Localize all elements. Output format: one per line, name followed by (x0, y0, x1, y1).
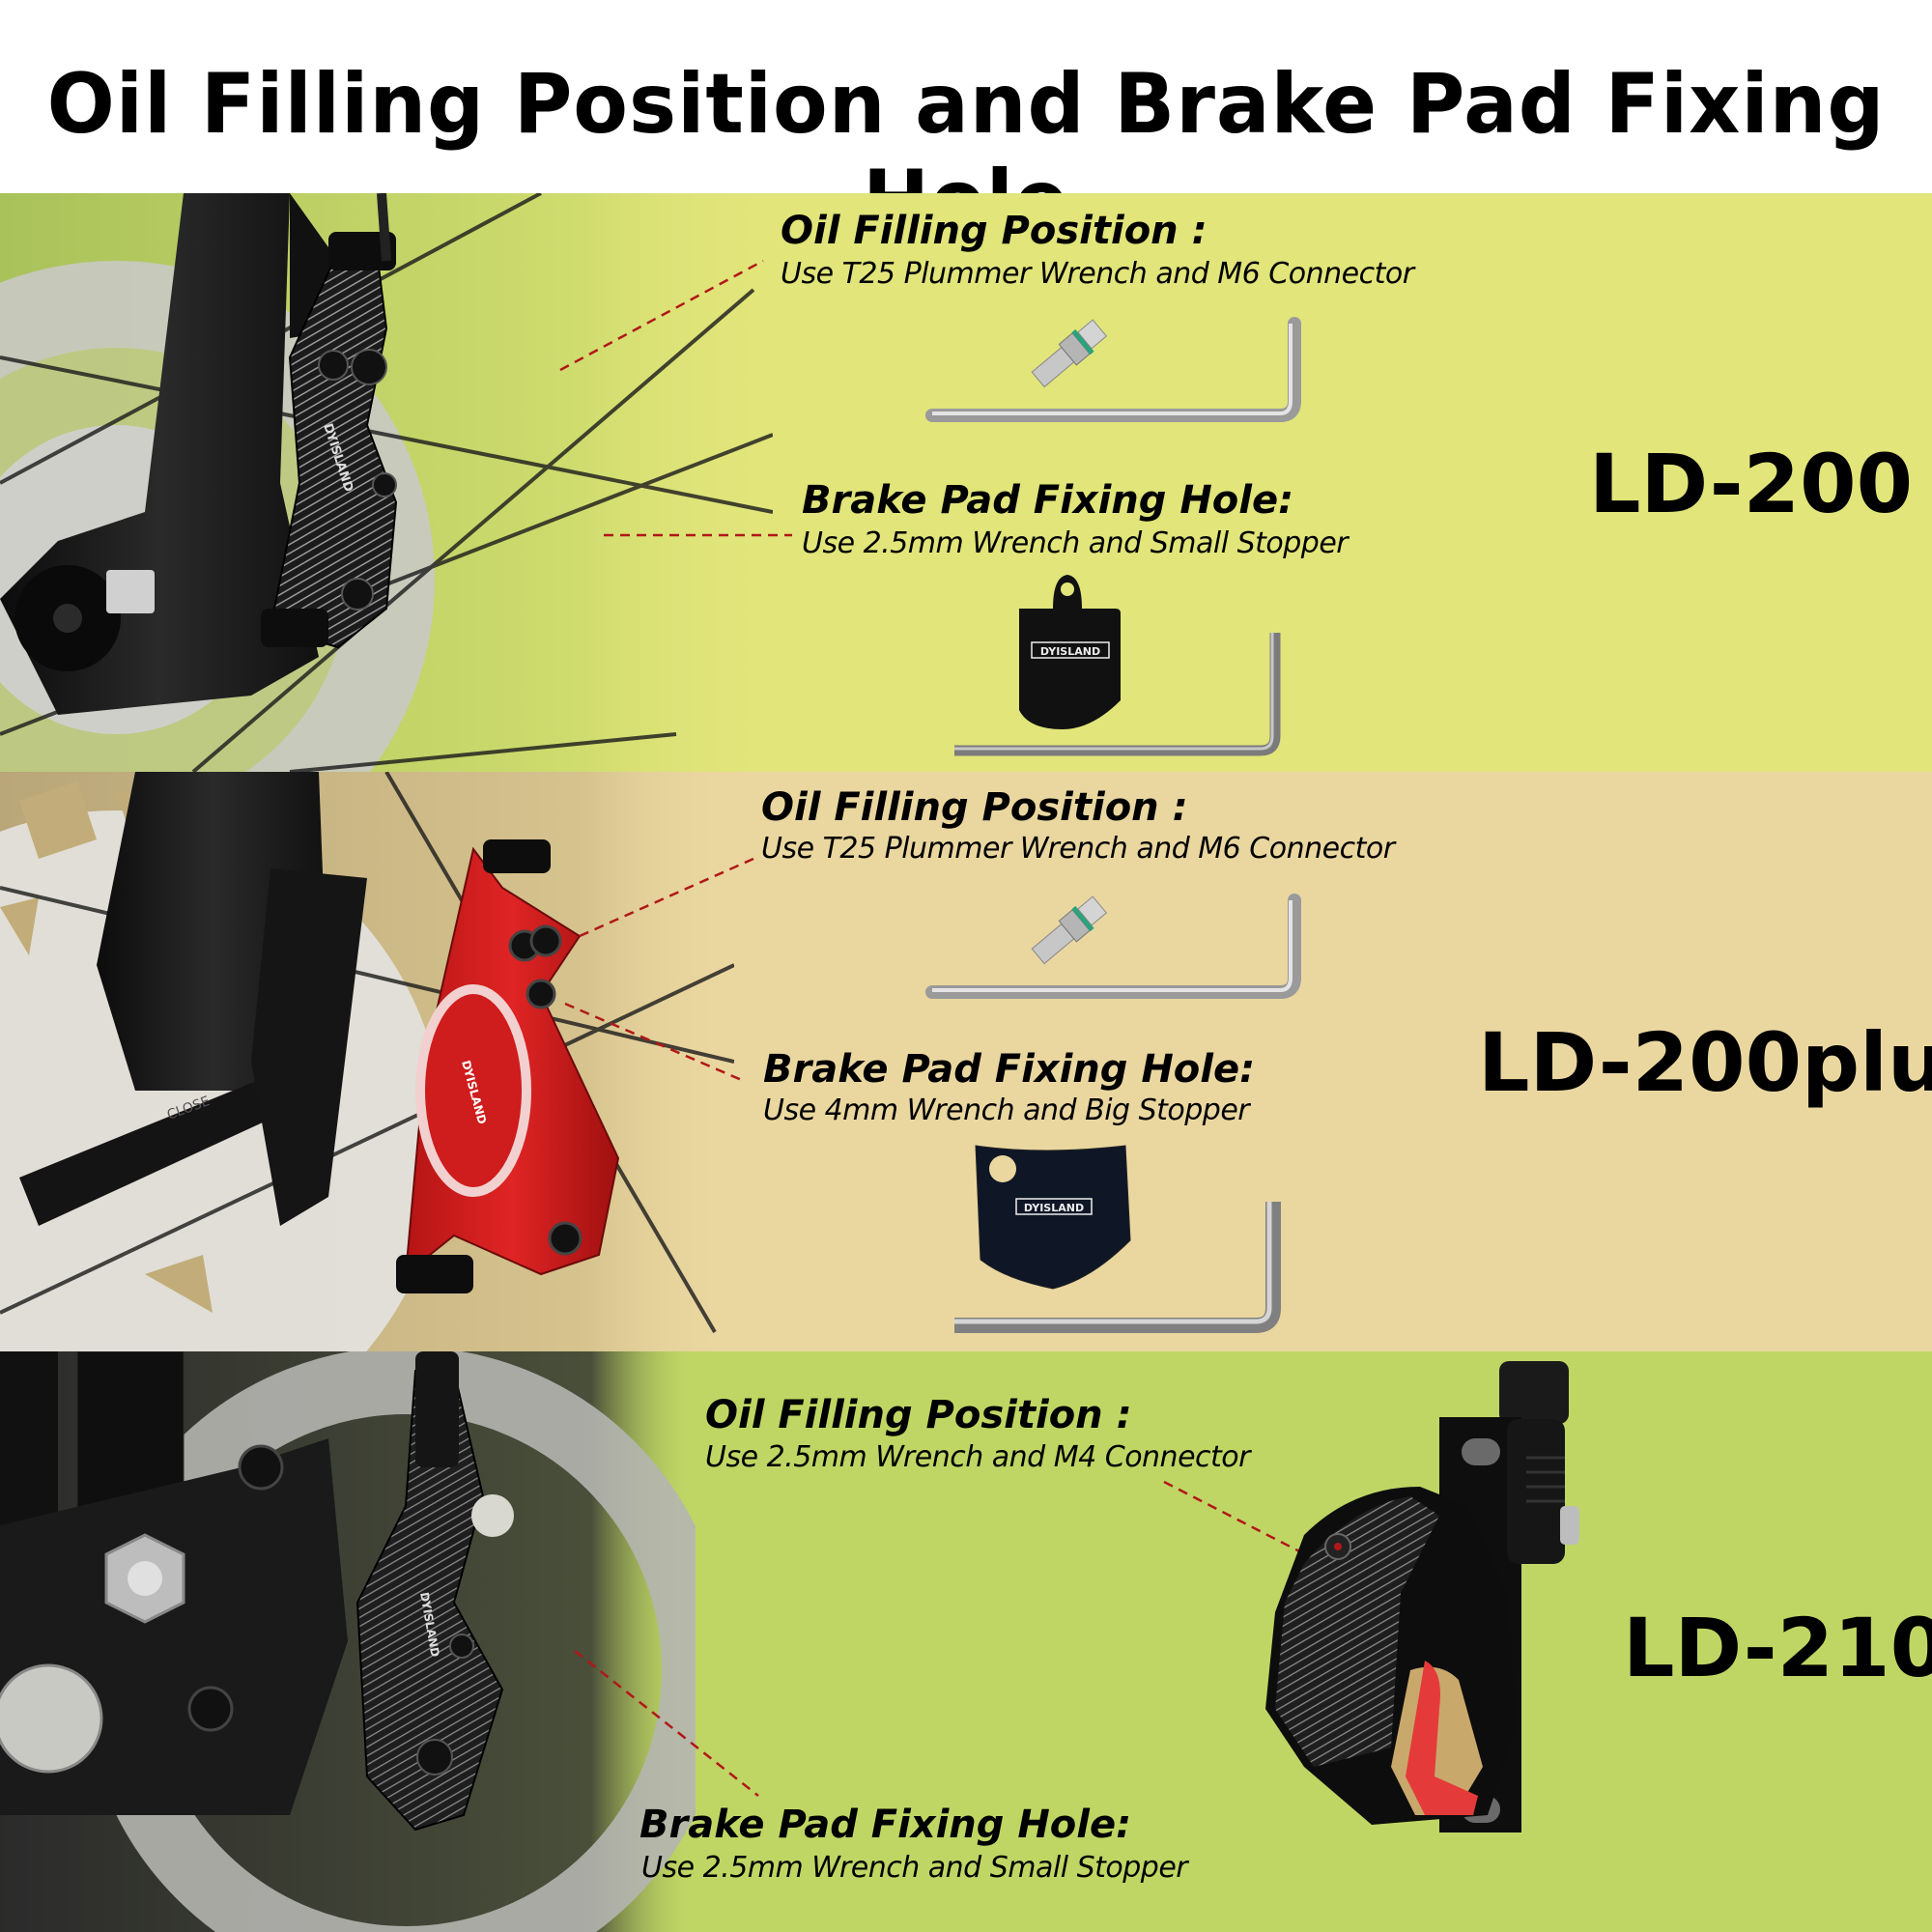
oil-filling-heading: Oil Filling Position : (705, 1393, 1132, 1437)
oil-filling-bolt (351, 349, 387, 385)
caliper-adapter (251, 868, 367, 1226)
oil-filling-instruction: Use T25 Plummer Wrench and M6 Connector (761, 832, 1395, 866)
pad-tools: DYISLAND (954, 575, 1281, 756)
ld200plus-caliper-photo: CLOSE DYISLAND (0, 772, 734, 1351)
panel-ld210: DYISLAND Oil Filling Position : Use 2.5m… (0, 1351, 1932, 1932)
model-label-ld200plus: LD-200plus (1478, 1015, 1932, 1110)
banjo-housing (1507, 1419, 1565, 1564)
oil-filling-instruction: Use 2.5mm Wrench and M4 Connector (705, 1440, 1250, 1474)
ld210-caliper-render (1265, 1361, 1579, 1833)
hose-barb (1499, 1361, 1569, 1424)
pad-fixing-hole (372, 472, 397, 497)
title-bar: Oil Filling Position and Brake Pad Fixin… (0, 0, 1932, 249)
caliper-face-stripes (1275, 1496, 1439, 1767)
quick-release-lever (19, 1071, 290, 1226)
stopper-brand-logo: DYISLAND (1024, 1202, 1084, 1214)
banjo-bolt (483, 839, 551, 873)
m6-connector-icon (1031, 895, 1108, 965)
small-stopper-icon: DYISLAND (1019, 575, 1121, 729)
pad-fixing-hole (526, 979, 556, 1009)
t25-torx-wrench-icon (925, 894, 1301, 999)
2.5mm-hex-wrench-icon (954, 633, 1281, 756)
axle-washer (0, 1663, 103, 1774)
hex-nut (106, 570, 155, 613)
model-label-ld200: LD-200 (1589, 437, 1914, 531)
ld210-caliper-photo: DYISLAND (0, 1351, 696, 1932)
stopper-brand-logo: DYISLAND (1040, 645, 1100, 658)
oil-filling-heading: Oil Filling Position : (761, 785, 1188, 830)
oil-filling-instruction: Use T25 Plummer Wrench and M6 Connector (781, 257, 1414, 291)
pad-fixing-heading: Brake Pad Fixing Hole: (802, 478, 1294, 523)
panel-ld200plus: CLOSE DYISLAND Oil Filling Position : Us… (0, 772, 1932, 1351)
pad-tools: DYISLAND (954, 1145, 1281, 1333)
caliper-pin (471, 1494, 514, 1537)
pad-fixing-instruction: Use 2.5mm Wrench and Small Stopper (641, 1851, 1188, 1885)
caliper-logo-ring (415, 984, 531, 1197)
t25-torx-wrench-icon (925, 317, 1301, 422)
hose-fitting (415, 1351, 459, 1467)
model-label-ld210: LD-210 (1623, 1601, 1932, 1695)
oil-filling-heading: Oil Filling Position : (781, 209, 1208, 253)
pad-fixing-instruction: Use 4mm Wrench and Big Stopper (763, 1094, 1250, 1127)
m6-connector-icon (1031, 319, 1108, 388)
small-stopper-icon (1406, 1661, 1478, 1815)
banjo-bolt (328, 232, 396, 270)
oil-tools (925, 317, 1301, 422)
pad-fixing-hole (449, 1634, 474, 1659)
4mm-hex-wrench-icon (954, 1202, 1281, 1333)
oil-tools (925, 894, 1301, 999)
pad-fixing-heading: Brake Pad Fixing Hole: (639, 1803, 1132, 1847)
caliper-body (355, 1370, 504, 1832)
pad-fixing-heading: Brake Pad Fixing Hole: (763, 1047, 1256, 1092)
oil-filling-bolt (529, 924, 562, 957)
big-stopper-icon: DYISLAND (975, 1145, 1131, 1290)
pad-fixing-instruction: Use 2.5mm Wrench and Small Stopper (802, 526, 1349, 560)
panel-ld200: DYISLAND Oil Filling Position : Use T25 … (0, 193, 1932, 772)
ld200-caliper-photo: DYISLAND (0, 193, 773, 772)
